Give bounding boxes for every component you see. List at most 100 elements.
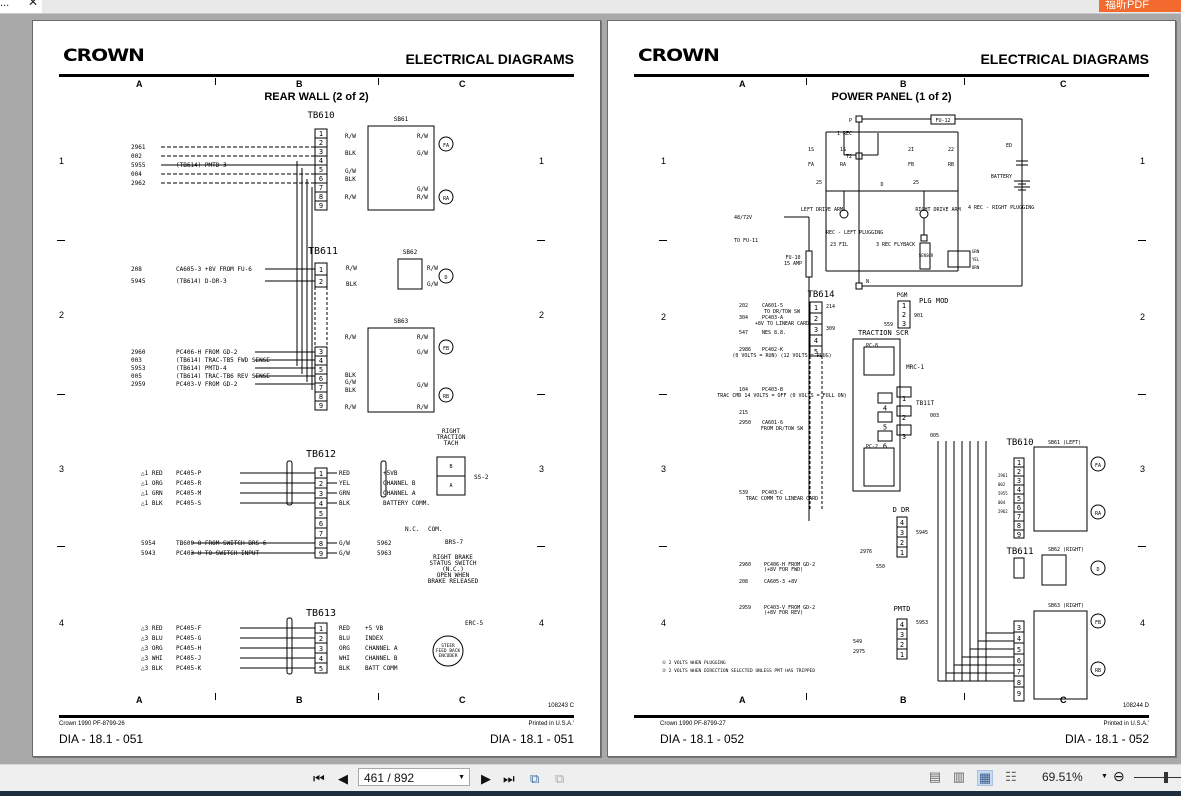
terminal-number: 1 [319,470,323,478]
wire-number: 2975 [853,649,865,655]
wire-number: △3 WHI [141,655,163,662]
signal-label: +5VB [383,470,398,477]
terminal-number: 3 [319,348,323,356]
motor-d [1090,560,1106,576]
terminal-number: 9 [1017,531,1021,539]
terminal-p [855,115,863,123]
switch-caption: BRAKE RELEASED [428,578,479,585]
switch-caption: RIGHT BRAKE [433,554,473,561]
motor-lead: G/W [417,186,428,193]
navigation-toolbar: ⏮ ◀ 461 / 892 ▼ ▶ ⏭ ⧉ ⧉ ▤ ▥ ▦ ☷ 69.51% ▼… [0,764,1181,792]
sb62-module [1041,554,1067,586]
terminal-number: 5 [319,665,323,673]
dia-number: DIA - 18.1 - 052 [1064,732,1149,746]
zoom-dropdown-icon[interactable]: ▼ [1101,773,1108,780]
page-header: ELECTRICAL DIAGRAMS [405,51,574,67]
terminal-number: 3 [900,529,904,537]
column-label: A [136,79,143,89]
switch-com: COM. [428,526,442,533]
tb11t-label: TB11T [916,400,934,407]
terminal-number: 3 [900,631,904,639]
row-label: 1 [59,156,65,166]
terminal-number: 2 [902,311,906,319]
terminal-number: 5 [814,348,818,356]
sb63-module [1033,610,1088,700]
motor-label: FA [443,143,449,149]
zoom-slider-handle[interactable] [1164,772,1168,783]
row-label: 2 [661,312,667,322]
motor-fb [438,339,454,355]
switch-caption: OPEN WHEN [437,572,470,579]
page-number-input[interactable]: 461 / 892 ▼ [358,768,470,786]
wire-number: 549 [853,639,862,645]
wire-number: 2959 [131,381,146,388]
motor-lead: R/W [427,265,438,272]
promo-banner[interactable]: 福昕PDF [1099,0,1181,12]
column-divider [378,693,379,700]
motor-lead: G/W [417,349,428,356]
zoom-out-icon[interactable]: ⊖ [1113,768,1125,784]
terminal-t2 [855,152,863,160]
crown-logo: CROWN [63,44,145,66]
wire-color: R/W [346,265,357,272]
last-page-button[interactable]: ⏭ [503,771,515,786]
single-page-view-icon[interactable]: ▤ [928,769,942,784]
wire-number: 004 [998,500,1006,505]
page-left: CROWN ELECTRICAL DIAGRAMS A B C REAR WAL… [32,20,601,757]
switch-id: BRS-7 [445,539,463,546]
wire-number: 2960 [739,562,751,568]
printed-note: Printed in U.S.A.' [1103,721,1150,727]
document-tab[interactable]: ... ✕ [0,0,42,13]
terminal-number: 4 [1017,486,1021,494]
wire-note: (0 VOLTS = RUN) (12 VOLTS = PLUG) [732,353,831,359]
zoom-slider[interactable] [1134,777,1181,778]
continuous-facing-view-icon[interactable]: ☷ [1005,769,1017,784]
tb613-label: TB613 [306,608,336,619]
pc2-connector [863,447,895,487]
column-label: C [1060,695,1067,705]
signal-label: BATT COMM [365,665,398,672]
wire-number: 2986 [739,347,751,353]
tach-port: B [449,464,452,470]
chevron-down-icon[interactable]: ▼ [458,774,465,781]
motor-label: RB [1095,668,1101,674]
wire-description: PC403-V FROM GD-2 [176,381,238,388]
wire-number: 5953 [916,620,928,626]
wire-color: GRN [339,490,350,497]
prev-page-button[interactable]: ◀ [338,771,348,786]
terminal-number: 3 [814,326,818,334]
terminal-a2 [920,234,928,242]
terminal-number: 1 [319,266,323,274]
row-label: 2 [59,310,65,320]
pc8-label: PC-8 [866,343,878,349]
zoom-level[interactable]: 69.51% [1042,770,1083,784]
previous-view-icon[interactable]: ⧉ [530,771,540,786]
motor-rb [438,387,454,403]
rec-label: 3 REC FLYBACK [876,242,915,248]
wire-number: 5945 [131,278,146,285]
terminal-number: 3 [1017,624,1021,632]
row-label: 3 [539,464,545,474]
wire-number: 215 [739,410,748,416]
next-page-button[interactable]: ▶ [481,771,491,786]
next-view-icon[interactable]: ⧉ [555,771,565,786]
motor-fa [438,136,454,152]
close-icon[interactable]: ✕ [28,0,39,9]
terminal-number: 5 [1017,646,1021,654]
column-label: C [1060,79,1067,89]
tach-title: RIGHT [442,428,460,435]
facing-view-icon[interactable]: ▦ [977,770,993,786]
sensor-wire: BRN [972,265,980,270]
first-page-button[interactable]: ⏮ [313,771,325,786]
wire-description: PC405-G [176,635,202,642]
wire-description: PC403-B [762,387,783,393]
wire-description: (TB614) TRAC-TB6 REV SENSE [176,373,270,380]
sensor-wire: YEL [972,257,980,262]
wire-color: G/W [339,540,350,547]
continuous-view-icon[interactable]: ▥ [952,769,966,784]
pc8-connector [863,346,895,376]
terminal-number: 9 [319,550,323,558]
printed-note: Printed in U.S.A.' [528,721,575,727]
wire-color: R/W [345,404,356,411]
